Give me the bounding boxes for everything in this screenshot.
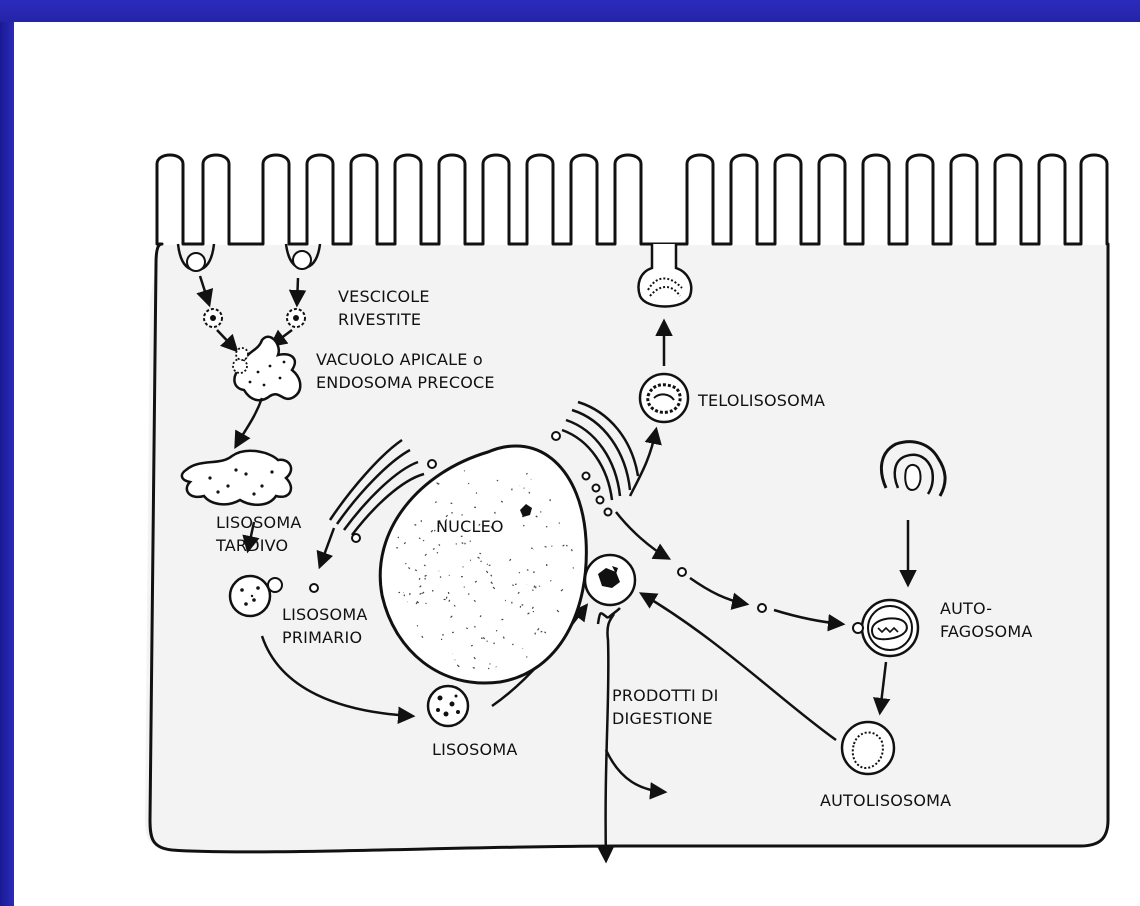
- label-lisosoma-primario-line2: PRIMARIO: [282, 628, 362, 647]
- chromatin-speckle: [566, 545, 567, 546]
- chromatin-speckle: [534, 586, 535, 588]
- golgi-vesicle: [428, 460, 436, 468]
- chromatin-speckle: [426, 603, 427, 604]
- chromatin-speckle: [471, 645, 472, 646]
- coated-vesicle: [236, 348, 248, 360]
- chromatin-speckle: [468, 593, 469, 594]
- chromatin-speckle: [475, 581, 477, 582]
- chromatin-speckle: [480, 615, 481, 616]
- label-vacuolo-line2: ENDOSOMA PRECOCE: [316, 373, 495, 392]
- label-telolisosoma: TELOLISOSOMA: [697, 391, 825, 410]
- chromatin-speckle: [415, 570, 417, 571]
- chromatin-speckle: [512, 644, 513, 645]
- label-prodotti-line2: DIGESTIONE: [612, 709, 713, 728]
- chromatin-speckle: [523, 525, 524, 526]
- chromatin-speckle: [438, 483, 439, 484]
- chromatin-speckle: [559, 523, 560, 524]
- label-vescicole-line2: RIVESTITE: [338, 310, 421, 329]
- lysosome: [428, 686, 468, 726]
- label-autofagosoma-line1: AUTO-: [940, 599, 992, 618]
- cytoplasm: [145, 245, 1110, 851]
- chromatin-speckle: [532, 590, 533, 591]
- chromatin-speckle: [451, 503, 453, 504]
- chromatin-speckle: [419, 578, 420, 580]
- chromatin-speckle: [437, 552, 438, 553]
- primary-lysosome: [678, 568, 686, 576]
- label-prodotti-line1: PRODOTTI DI: [612, 686, 719, 705]
- chromatin-speckle: [571, 549, 572, 551]
- chromatin-speckle: [456, 544, 457, 545]
- chromatin-speckle: [473, 668, 475, 669]
- chromatin-speckle: [541, 631, 543, 632]
- label-lisosoma-tardivo-line2: TARDIVO: [215, 536, 288, 555]
- chromatin-speckle: [475, 626, 476, 627]
- chromatin-speckle: [464, 471, 465, 472]
- chromatin-speckle: [503, 637, 504, 639]
- chromatin-speckle: [539, 586, 540, 587]
- coated-vesicle: [287, 309, 305, 327]
- chromatin-speckle: [479, 553, 480, 554]
- chromatin-speckle: [424, 565, 426, 566]
- chromatin-speckle: [546, 526, 547, 527]
- chromatin-speckle: [496, 630, 497, 631]
- chromatin-speckle: [454, 605, 455, 606]
- label-vacuolo-line1: VACUOLO APICALE o: [316, 350, 483, 369]
- label-lisosoma-tardivo-line1: LISOSOMA: [216, 513, 301, 532]
- mitochondrion: [905, 465, 920, 490]
- golgi-vesicle: [352, 534, 360, 542]
- chromatin-speckle: [489, 565, 491, 566]
- coated-vesicle: [233, 359, 247, 373]
- chromatin-speckle: [470, 560, 471, 561]
- arrow: [297, 278, 298, 304]
- chromatin-speckle: [526, 473, 527, 474]
- telolysosome: [640, 374, 688, 422]
- chromatin-speckle: [476, 493, 477, 494]
- chromatin-speckle: [495, 512, 496, 514]
- primary-lysosome: [758, 604, 766, 612]
- coated-vesicle: [204, 309, 222, 327]
- autolysosome: [842, 722, 894, 774]
- chromatin-speckle: [491, 575, 492, 576]
- chromatin-speckle: [468, 483, 469, 484]
- chromatin-speckle: [531, 548, 533, 549]
- chromatin-speckle: [415, 524, 417, 525]
- primary-lysosome: [310, 584, 318, 592]
- label-lisosoma-primario-line1: LISOSOMA: [282, 605, 367, 624]
- chromatin-speckle: [488, 668, 489, 669]
- label-vescicole-line1: VESCICOLE: [338, 287, 430, 306]
- chromatin-speckle: [423, 540, 424, 541]
- label-lisosoma: LISOSOMA: [432, 740, 517, 759]
- chromatin-speckle: [527, 570, 529, 571]
- chromatin-speckle: [452, 512, 453, 513]
- chromatin-speckle: [398, 537, 399, 538]
- chromatin-speckle: [497, 480, 498, 481]
- chromatin-speckle: [550, 580, 551, 581]
- chromatin-speckle: [462, 543, 464, 544]
- chromatin-speckle: [435, 502, 436, 503]
- chromatin-speckle: [396, 548, 398, 549]
- chromatin-speckle: [439, 545, 440, 546]
- chromatin-speckle: [552, 546, 553, 547]
- chromatin-speckle: [440, 577, 441, 578]
- chromatin-speckle: [417, 625, 418, 626]
- chromatin-speckle: [449, 600, 450, 602]
- central-lysosome: [585, 555, 635, 605]
- chromatin-speckle: [466, 628, 468, 629]
- chromatin-speckle: [410, 593, 411, 595]
- chromatin-speckle: [487, 564, 488, 565]
- chromatin-speckle: [540, 511, 541, 512]
- label-autolisosoma: AUTOLISOSOMA: [820, 791, 951, 810]
- chromatin-speckle: [462, 515, 463, 516]
- chromatin-speckle: [519, 572, 520, 573]
- label-nucleo: NUCLEO: [436, 517, 504, 536]
- label-autofagosoma-line2: FAGOSOMA: [940, 622, 1033, 641]
- chromatin-speckle: [512, 585, 513, 586]
